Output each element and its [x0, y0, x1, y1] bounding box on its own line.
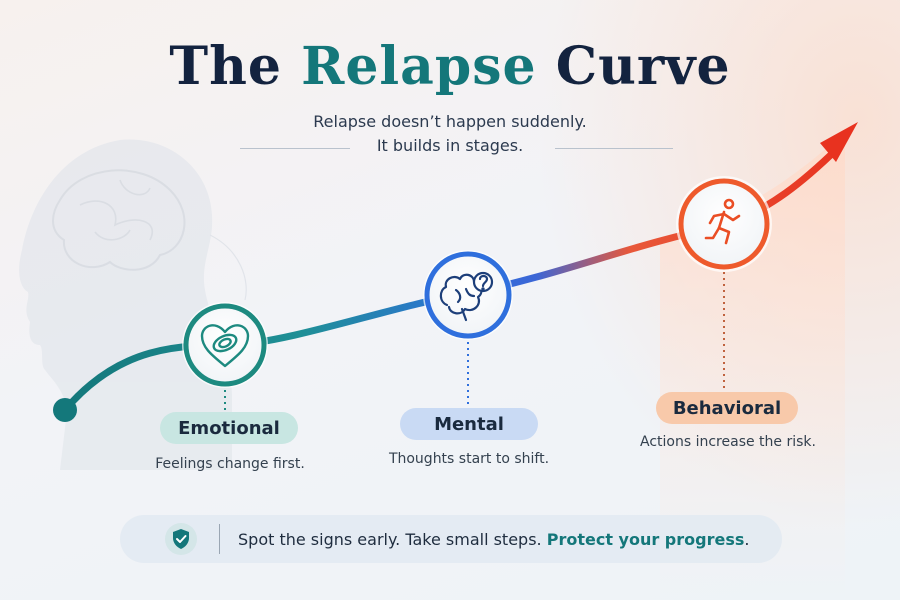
emotional-node: [182, 302, 268, 388]
subtitle-line-2: It builds in stages.: [376, 136, 524, 155]
banner-highlight: Protect your progress: [546, 529, 745, 549]
head-silhouette: [19, 139, 247, 470]
title-part-2: Curve: [555, 36, 731, 97]
title-accent: Relapse: [301, 36, 537, 97]
shield-check-icon: [165, 523, 197, 555]
behavioral-stage-label: Behavioral: [656, 392, 798, 424]
emotional-stage-label: Emotional: [160, 412, 298, 444]
curve-arrowhead: [820, 122, 858, 162]
subtitle-divider-right: [555, 148, 673, 149]
subtitle-line-1: Relapse doesn’t happen suddenly.: [313, 112, 587, 131]
mental-stage-label: Mental: [400, 408, 538, 440]
running-person-icon: [704, 198, 741, 245]
mental-stage-description: Thoughts start to shift.: [388, 451, 550, 467]
subtitle-divider-left: [240, 148, 350, 149]
banner-text: Spot the signs early. Take small steps. …: [238, 530, 749, 549]
tip-banner: Spot the signs early. Take small steps. …: [120, 515, 782, 563]
emotional-stage-description: Feelings change first.: [155, 456, 305, 472]
page-title: The Relapse Curve: [0, 36, 900, 97]
banner-divider: [219, 524, 220, 554]
curve-start-dot: [53, 398, 77, 422]
mental-node: [423, 250, 513, 340]
banner-suffix: .: [744, 529, 750, 549]
behavioral-stage-description: Actions increase the risk.: [640, 434, 816, 450]
banner-text-main: Spot the signs early. Take small steps.: [238, 529, 542, 549]
heart-icon: [200, 324, 250, 368]
title-part-1: The: [169, 36, 282, 97]
brain-question-icon: [439, 271, 494, 322]
behavioral-node: [676, 176, 772, 272]
